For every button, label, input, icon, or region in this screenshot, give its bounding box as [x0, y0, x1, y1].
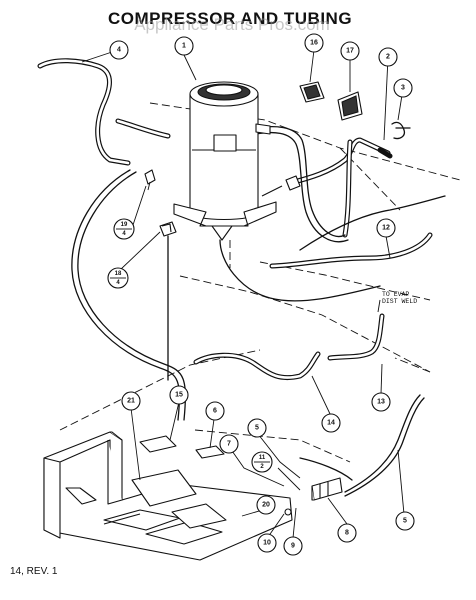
discharge-line: [255, 125, 346, 237]
callout-9: 9: [283, 536, 303, 556]
grommet-and-screw: [144, 169, 177, 381]
callout-3: 3: [393, 78, 413, 98]
svg-text:3: 3: [401, 85, 405, 92]
part-3-clip: [391, 121, 411, 140]
drier-assembly: [284, 477, 343, 516]
svg-text:2: 2: [386, 54, 390, 61]
svg-text:15: 15: [175, 392, 183, 399]
svg-text:9: 9: [291, 543, 295, 550]
callout-5-upper: 5: [247, 418, 267, 438]
callout-19-4: 19 4: [113, 218, 135, 240]
callout-8: 8: [337, 523, 357, 543]
svg-text:19: 19: [121, 222, 128, 228]
svg-text:8: 8: [345, 530, 349, 537]
svg-text:12: 12: [382, 225, 390, 232]
part-6-plate: [195, 445, 225, 459]
callout-20: 20: [256, 495, 276, 515]
svg-text:2: 2: [260, 464, 264, 470]
tube-12: [269, 195, 446, 269]
svg-text:10: 10: [263, 540, 271, 547]
svg-text:5: 5: [255, 425, 259, 432]
svg-text:17: 17: [346, 48, 354, 55]
callout-17: 17: [340, 41, 360, 61]
svg-text:5: 5: [403, 518, 407, 525]
part-16-cap: [299, 81, 325, 103]
svg-text:16: 16: [310, 40, 318, 47]
callout-21: 21: [121, 391, 141, 411]
part-21-panel: [131, 469, 197, 507]
callout-4: 4: [109, 40, 129, 60]
loose-parts: [131, 435, 227, 529]
callout-10: 10: [257, 533, 277, 553]
note-line-1: TO EVAP: [382, 291, 409, 298]
svg-text:4: 4: [116, 280, 120, 286]
callout-6: 6: [205, 401, 225, 421]
callout-12: 12: [376, 218, 396, 238]
evap-note: TO EVAP DIST WELD: [377, 291, 417, 313]
callout-18-4: 18 4: [107, 267, 129, 289]
revision-footer: 14, REV. 1: [10, 566, 58, 577]
diagram-title: COMPRESSOR AND TUBING: [108, 9, 352, 28]
svg-text:4: 4: [122, 231, 126, 237]
svg-text:11: 11: [259, 455, 266, 461]
tube-2: [287, 137, 393, 238]
tube-13: [327, 313, 385, 361]
svg-text:7: 7: [227, 441, 231, 448]
callout-13: 13: [371, 392, 391, 412]
tube-4: [37, 58, 171, 166]
note-line-2: DIST WELD: [382, 298, 417, 305]
tubing: [37, 58, 446, 497]
svg-text:6: 6: [213, 408, 217, 415]
svg-text:18: 18: [115, 271, 122, 277]
tube-14: [193, 351, 321, 380]
callout-5-lower: 5: [395, 511, 415, 531]
callout-14: 14: [321, 413, 341, 433]
callout-1: 1: [174, 36, 194, 56]
callout-2: 2: [378, 47, 398, 67]
suction-line: [71, 169, 181, 421]
callout-15: 15: [169, 385, 189, 405]
svg-text:21: 21: [127, 398, 135, 405]
callout-7: 7: [219, 434, 239, 454]
part-20-plate: [171, 503, 227, 529]
callout-16: 16: [304, 33, 324, 53]
leader-lines: [81, 49, 405, 539]
watermark: Appliance Parts Pros.com: [134, 15, 330, 34]
svg-text:1: 1: [182, 43, 186, 50]
svg-text:4: 4: [117, 47, 121, 54]
part-15-plate: [139, 435, 177, 453]
part-17-insulation: [337, 91, 363, 121]
svg-text:13: 13: [377, 399, 385, 406]
small-parts: [299, 81, 411, 140]
callout-11-2: 11 2: [251, 451, 273, 473]
tube-5: [344, 394, 421, 493]
compressor: [173, 81, 301, 241]
svg-text:14: 14: [327, 420, 335, 427]
svg-text:20: 20: [262, 502, 270, 509]
